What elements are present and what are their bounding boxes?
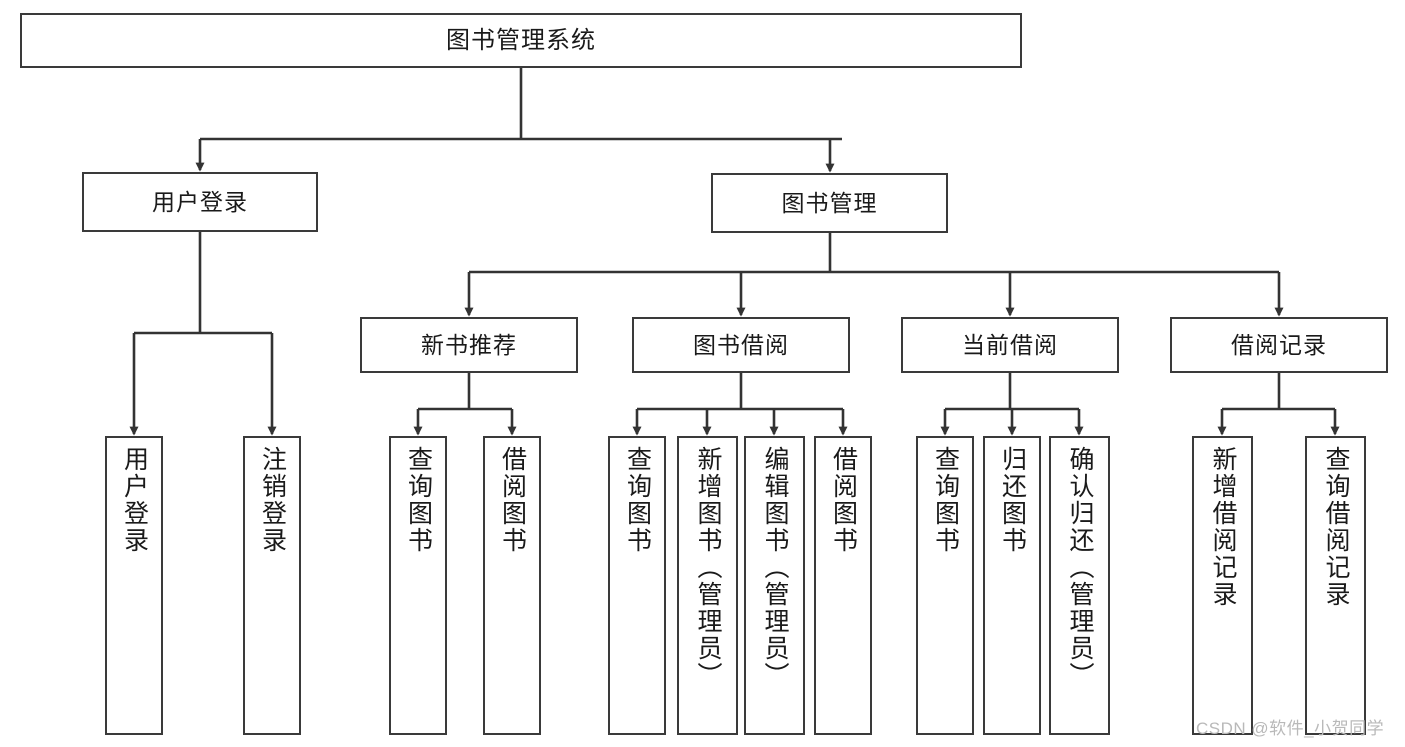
node-leaf-user-logout[interactable]: 注销登录 [243,436,301,735]
node-leaf-query-borrow-record[interactable]: 查询借阅记录 [1305,436,1366,735]
node-leaf-user-logout-label: 注销登录 [258,446,287,554]
node-leaf-user-login[interactable]: 用户登录 [105,436,163,735]
node-leaf-query-book-2-label: 查询图书 [623,446,652,554]
node-leaf-query-book-3[interactable]: 查询图书 [916,436,974,735]
node-root-label: 图书管理系统 [446,26,596,54]
node-leaf-add-borrow-record-label: 新增借阅记录 [1209,446,1237,608]
node-borrow-record[interactable]: 借阅记录 [1170,317,1388,373]
node-leaf-confirm-return-label: 确认归还（管理员） [1066,446,1094,689]
node-user-login-label: 用户登录 [152,188,248,215]
node-new-book-recommend-label: 新书推荐 [421,331,517,358]
node-leaf-edit-book-label: 编辑图书（管理员） [761,446,789,689]
node-leaf-query-book-2[interactable]: 查询图书 [608,436,666,735]
node-root[interactable]: 图书管理系统 [20,13,1022,68]
csdn-watermark: CSDN @软件_小贺同学 [1196,719,1385,738]
node-book-borrow-label: 图书借阅 [693,331,789,358]
node-leaf-add-borrow-record[interactable]: 新增借阅记录 [1192,436,1253,735]
node-leaf-query-book-3-label: 查询图书 [931,446,960,554]
node-leaf-query-borrow-record-label: 查询借阅记录 [1322,446,1350,608]
node-leaf-query-book-1[interactable]: 查询图书 [389,436,447,735]
node-book-borrow[interactable]: 图书借阅 [632,317,850,373]
node-leaf-return-book-label: 归还图书 [998,446,1027,554]
node-current-borrow[interactable]: 当前借阅 [901,317,1119,373]
node-leaf-borrow-book-2-label: 借阅图书 [829,446,858,554]
node-leaf-borrow-book-2[interactable]: 借阅图书 [814,436,872,735]
node-leaf-borrow-book-1[interactable]: 借阅图书 [483,436,541,735]
node-leaf-return-book[interactable]: 归还图书 [983,436,1041,735]
node-leaf-borrow-book-1-label: 借阅图书 [498,446,527,554]
node-leaf-confirm-return[interactable]: 确认归还（管理员） [1049,436,1110,735]
node-current-borrow-label: 当前借阅 [962,331,1058,358]
node-book-manage[interactable]: 图书管理 [711,173,948,233]
node-leaf-user-login-label: 用户登录 [120,446,149,554]
node-user-login[interactable]: 用户登录 [82,172,318,232]
node-leaf-add-book-label: 新增图书（管理员） [694,446,722,689]
node-book-manage-label: 图书管理 [781,189,878,216]
node-leaf-add-book[interactable]: 新增图书（管理员） [677,436,738,735]
node-borrow-record-label: 借阅记录 [1231,331,1327,358]
node-leaf-edit-book[interactable]: 编辑图书（管理员） [744,436,805,735]
node-new-book-recommend[interactable]: 新书推荐 [360,317,578,373]
node-leaf-query-book-1-label: 查询图书 [404,446,433,554]
